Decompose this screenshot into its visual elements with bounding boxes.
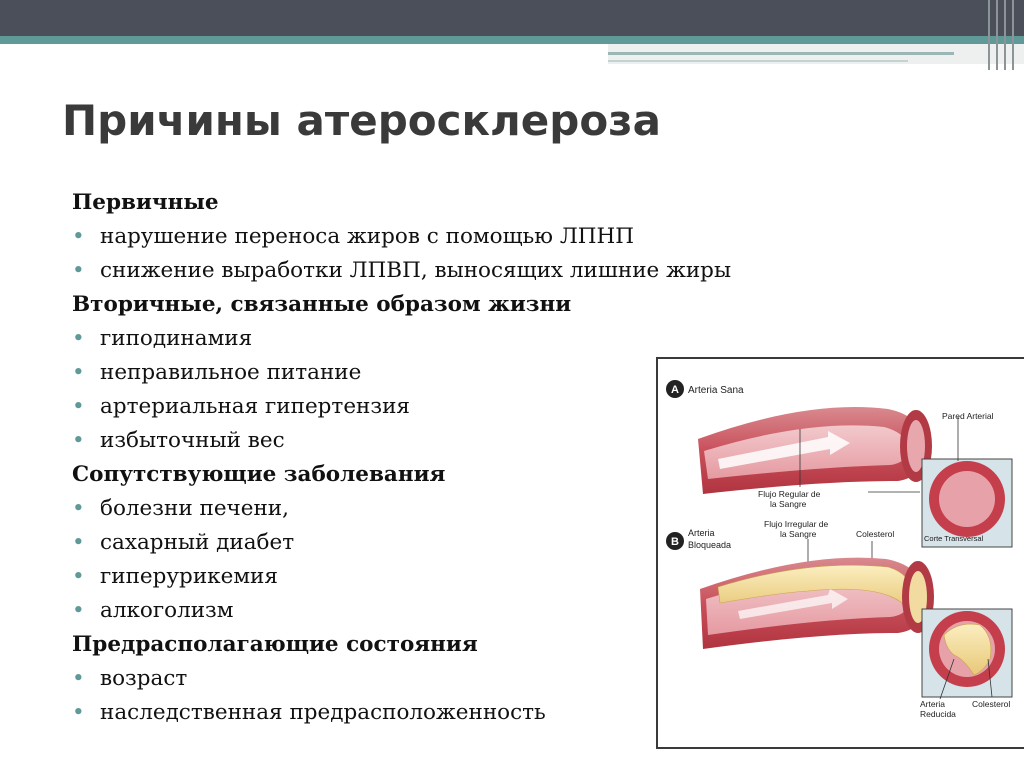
leader-line: [939, 658, 955, 700]
list-item-text: алкоголизм: [100, 598, 234, 623]
colesterol-top-label: Colesterol: [856, 529, 894, 539]
list-item: • сахарный диабет: [72, 526, 672, 560]
panel-a-label: Arteria Sana: [688, 385, 744, 396]
flow-arrow-icon: [718, 431, 850, 469]
list-item: • гиперурикемия: [72, 560, 672, 594]
list-item-text: сахарный диабет: [100, 530, 295, 555]
header-decor-line: [608, 52, 954, 55]
list-item-text: неправильное питание: [100, 360, 362, 385]
panel-a: A Arteria Sana Pared Arterial Flujo Regu…: [666, 380, 1013, 548]
list-item: • болезни печени,: [72, 492, 672, 526]
list-item: • наследственная предрасположенность: [72, 696, 672, 730]
bullet-icon: •: [72, 564, 85, 589]
bullet-icon: •: [72, 326, 85, 351]
list-item-text: избыточный вес: [100, 428, 285, 453]
cross-section-plaque: [943, 623, 992, 676]
panel-b-label-2: Bloqueada: [688, 540, 731, 550]
bullet-icon: •: [72, 700, 85, 725]
panel-b-badge: [666, 532, 684, 550]
list-item: • возраст: [72, 662, 672, 696]
section-heading-primary: Первичные: [72, 190, 219, 215]
list-item: • неправильное питание: [72, 356, 672, 390]
bullet-icon: •: [72, 530, 85, 555]
list-item: • артериальная гипертензия: [72, 390, 672, 424]
list-item-text: артериальная гипертензия: [100, 394, 410, 419]
bullet-icon: •: [72, 394, 85, 419]
list-item-text: снижение выработки ЛПВП, выносящих лишни…: [100, 258, 732, 283]
list-item-text: гиподинамия: [100, 326, 253, 351]
list-item: • алкоголизм: [72, 594, 672, 628]
bullet-icon: •: [72, 428, 85, 453]
corte-transversal-label: Corte Transversal: [924, 534, 984, 543]
section-heading-predisposing: Предрасполагающие состояния: [72, 632, 478, 657]
arteria-reducida-label-1: Arteria: [920, 699, 945, 709]
bullet-icon: •: [72, 360, 85, 385]
vessel-end-lumen: [907, 420, 925, 472]
list-item-text: наследственная предрасположенность: [100, 700, 546, 725]
panel-a-badge: [666, 380, 684, 398]
list-item: • избыточный вес: [72, 424, 672, 458]
list-item-text: возраст: [100, 666, 188, 691]
bullet-icon: •: [72, 224, 85, 249]
pared-arterial-label: Pared Arterial: [942, 411, 994, 421]
artery-illustration: A Arteria Sana Pared Arterial Flujo Regu…: [656, 357, 1024, 749]
bullet-icon: •: [72, 258, 85, 283]
list-item: • гиподинамия: [72, 322, 672, 356]
flujo-regular-label-1: Flujo Regular de: [758, 489, 821, 499]
arteria-reducida-label-2: Reducida: [920, 709, 956, 719]
header-bar: [0, 0, 1024, 36]
flujo-irregular-label-2: la Sangre: [780, 529, 817, 539]
list-item: • нарушение переноса жиров с помощью ЛПНП: [72, 220, 672, 254]
bullet-icon: •: [72, 598, 85, 623]
list-item: • снижение выработки ЛПВП, выносящих лишн…: [72, 254, 731, 288]
flujo-irregular-label-1: Flujo Irregular de: [764, 519, 829, 529]
panel-b-label-1: Arteria: [688, 528, 715, 538]
bullet-icon: •: [72, 666, 85, 691]
cross-section-lumen: [939, 471, 995, 527]
header-accent-stripe: [0, 36, 1024, 44]
panel-a-letter: A: [671, 384, 679, 396]
irregular-flow-arrow-icon: [738, 589, 848, 619]
list-item-text: нарушение переноса жиров с помощью ЛПНП: [100, 224, 635, 249]
leader-line: [987, 658, 993, 698]
bullet-icon: •: [72, 496, 85, 521]
list-item-text: болезни печени,: [100, 496, 289, 521]
section-heading-comorbid: Сопутствующие заболевания: [72, 462, 446, 487]
causes-list: Первичные • нарушение переноса жиров с по…: [72, 186, 731, 730]
flujo-regular-label-2: la Sangre: [770, 499, 807, 509]
colesterol-bottom-label: Colesterol: [972, 699, 1010, 709]
panel-b-letter: B: [671, 536, 679, 548]
header-decor-line: [608, 60, 908, 62]
section-heading-secondary: Вторичные, связанные образом жизни: [72, 292, 572, 317]
slide-title: Причины атеросклероза: [62, 96, 661, 145]
list-item-text: гиперурикемия: [100, 564, 278, 589]
panel-b: B Arteria Bloqueada Flujo Irregular de l…: [666, 519, 1013, 719]
header-decor-vertical-lines: [984, 0, 1024, 70]
